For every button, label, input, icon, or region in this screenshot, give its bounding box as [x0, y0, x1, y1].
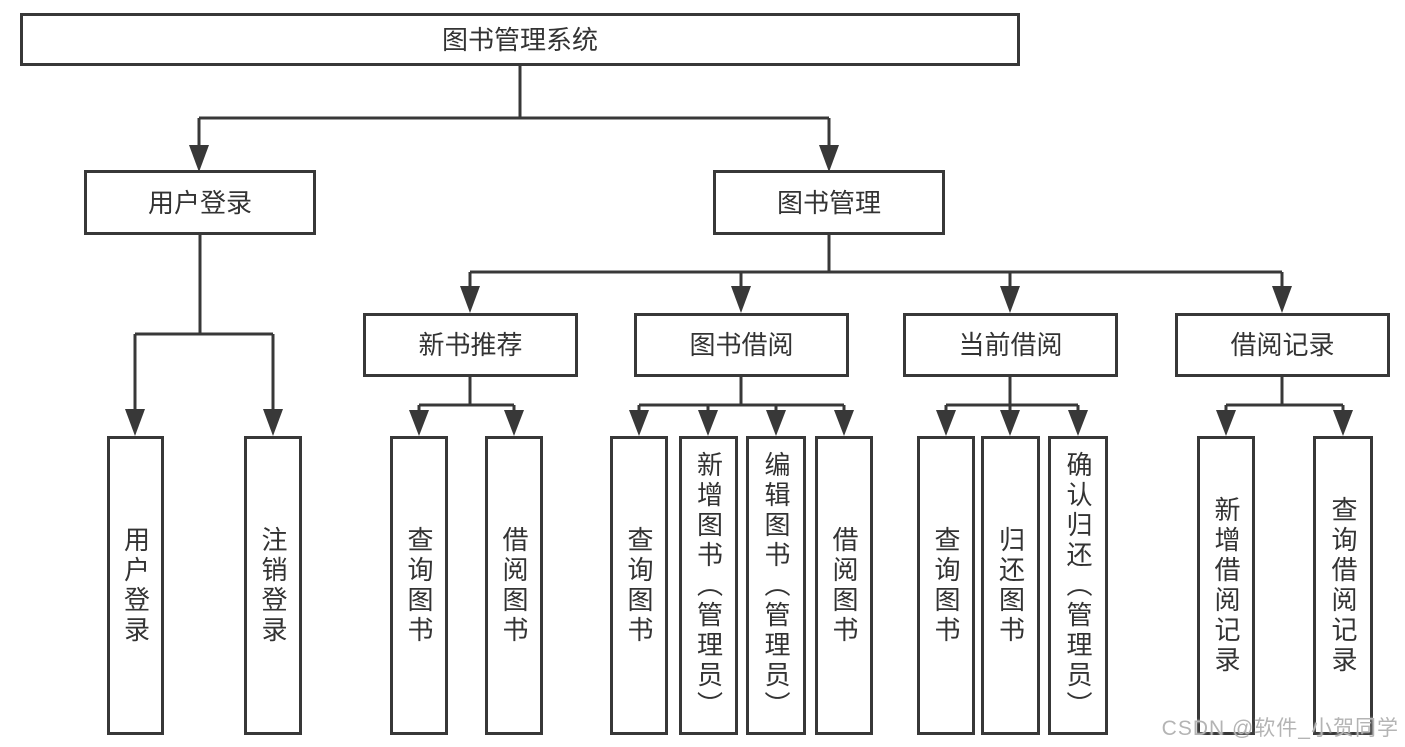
leaf-newbook-borrow-books-label: 借阅图书 — [499, 525, 529, 646]
leaf-borrowing-add-books-admin-label: 新增图书（管理员） — [693, 450, 724, 721]
leaf-current-return-books-label: 归还图书 — [995, 525, 1026, 646]
leaf-newbook-query-books-label: 查询图书 — [404, 525, 434, 646]
edge-new-book-to-leaves — [409, 377, 524, 436]
node-current-borrowing: 当前借阅 — [903, 313, 1118, 377]
leaf-borrowing-borrow-books-label: 借阅图书 — [829, 525, 859, 646]
edge-book-borrow-to-leaves — [629, 377, 854, 436]
leaf-borrowing-edit-books-admin-label: 编辑图书（管理员） — [761, 450, 791, 721]
leaf-borrowing-borrow-books: 借阅图书 — [815, 436, 873, 735]
edge-root-to-level2 — [189, 66, 839, 172]
leaf-current-return-books: 归还图书 — [981, 436, 1040, 735]
leaf-current-confirm-return-admin: 确认归还（管理员） — [1048, 436, 1108, 735]
edge-borrow-records-to-leaves — [1216, 377, 1353, 436]
node-root-label: 图书管理系统 — [441, 24, 598, 55]
leaf-records-query-record: 查询借阅记录 — [1313, 436, 1373, 735]
leaf-newbook-query-books: 查询图书 — [390, 436, 448, 735]
leaf-records-add-record: 新增借阅记录 — [1197, 436, 1255, 735]
leaf-current-query-books-label: 查询图书 — [931, 525, 961, 646]
leaf-current-confirm-return-admin-label: 确认归还（管理员） — [1063, 450, 1093, 721]
leaf-borrowing-query-books-label: 查询图书 — [624, 525, 654, 646]
leaf-borrowing-edit-books-admin: 编辑图书（管理员） — [746, 436, 806, 735]
node-book-management-label: 图书管理 — [776, 187, 881, 218]
node-root-system: 图书管理系统 — [20, 13, 1020, 66]
node-borrow-records-label: 借阅记录 — [1230, 330, 1335, 360]
leaf-newbook-borrow-books: 借阅图书 — [485, 436, 543, 735]
leaf-user-login: 用户登录 — [107, 436, 164, 735]
node-book-management: 图书管理 — [713, 170, 945, 235]
leaf-logout-label: 注销登录 — [258, 525, 288, 646]
node-book-borrowing: 图书借阅 — [634, 313, 849, 377]
leaf-logout: 注销登录 — [244, 436, 302, 735]
node-user-login: 用户登录 — [84, 170, 316, 235]
edge-user-login-to-leaves — [125, 235, 283, 436]
leaf-user-login-label: 用户登录 — [120, 525, 151, 646]
node-borrow-records: 借阅记录 — [1175, 313, 1390, 377]
csdn-watermark: CSDN @软件_小贺同学 — [1161, 717, 1399, 740]
node-current-borrowing-label: 当前借阅 — [958, 330, 1063, 360]
leaf-records-add-record-label: 新增借阅记录 — [1211, 495, 1241, 676]
leaf-borrowing-add-books-admin: 新增图书（管理员） — [679, 436, 738, 735]
leaf-records-query-record-label: 查询借阅记录 — [1328, 495, 1358, 676]
node-new-book-recommend-label: 新书推荐 — [418, 330, 523, 360]
edge-book-mgmt-to-level3 — [460, 235, 1292, 313]
node-user-login-label: 用户登录 — [147, 187, 252, 218]
edge-current-borrow-to-leaves — [936, 377, 1088, 436]
leaf-borrowing-query-books: 查询图书 — [610, 436, 668, 735]
node-book-borrowing-label: 图书借阅 — [689, 330, 794, 360]
leaf-current-query-books: 查询图书 — [917, 436, 975, 735]
node-new-book-recommend: 新书推荐 — [363, 313, 578, 377]
